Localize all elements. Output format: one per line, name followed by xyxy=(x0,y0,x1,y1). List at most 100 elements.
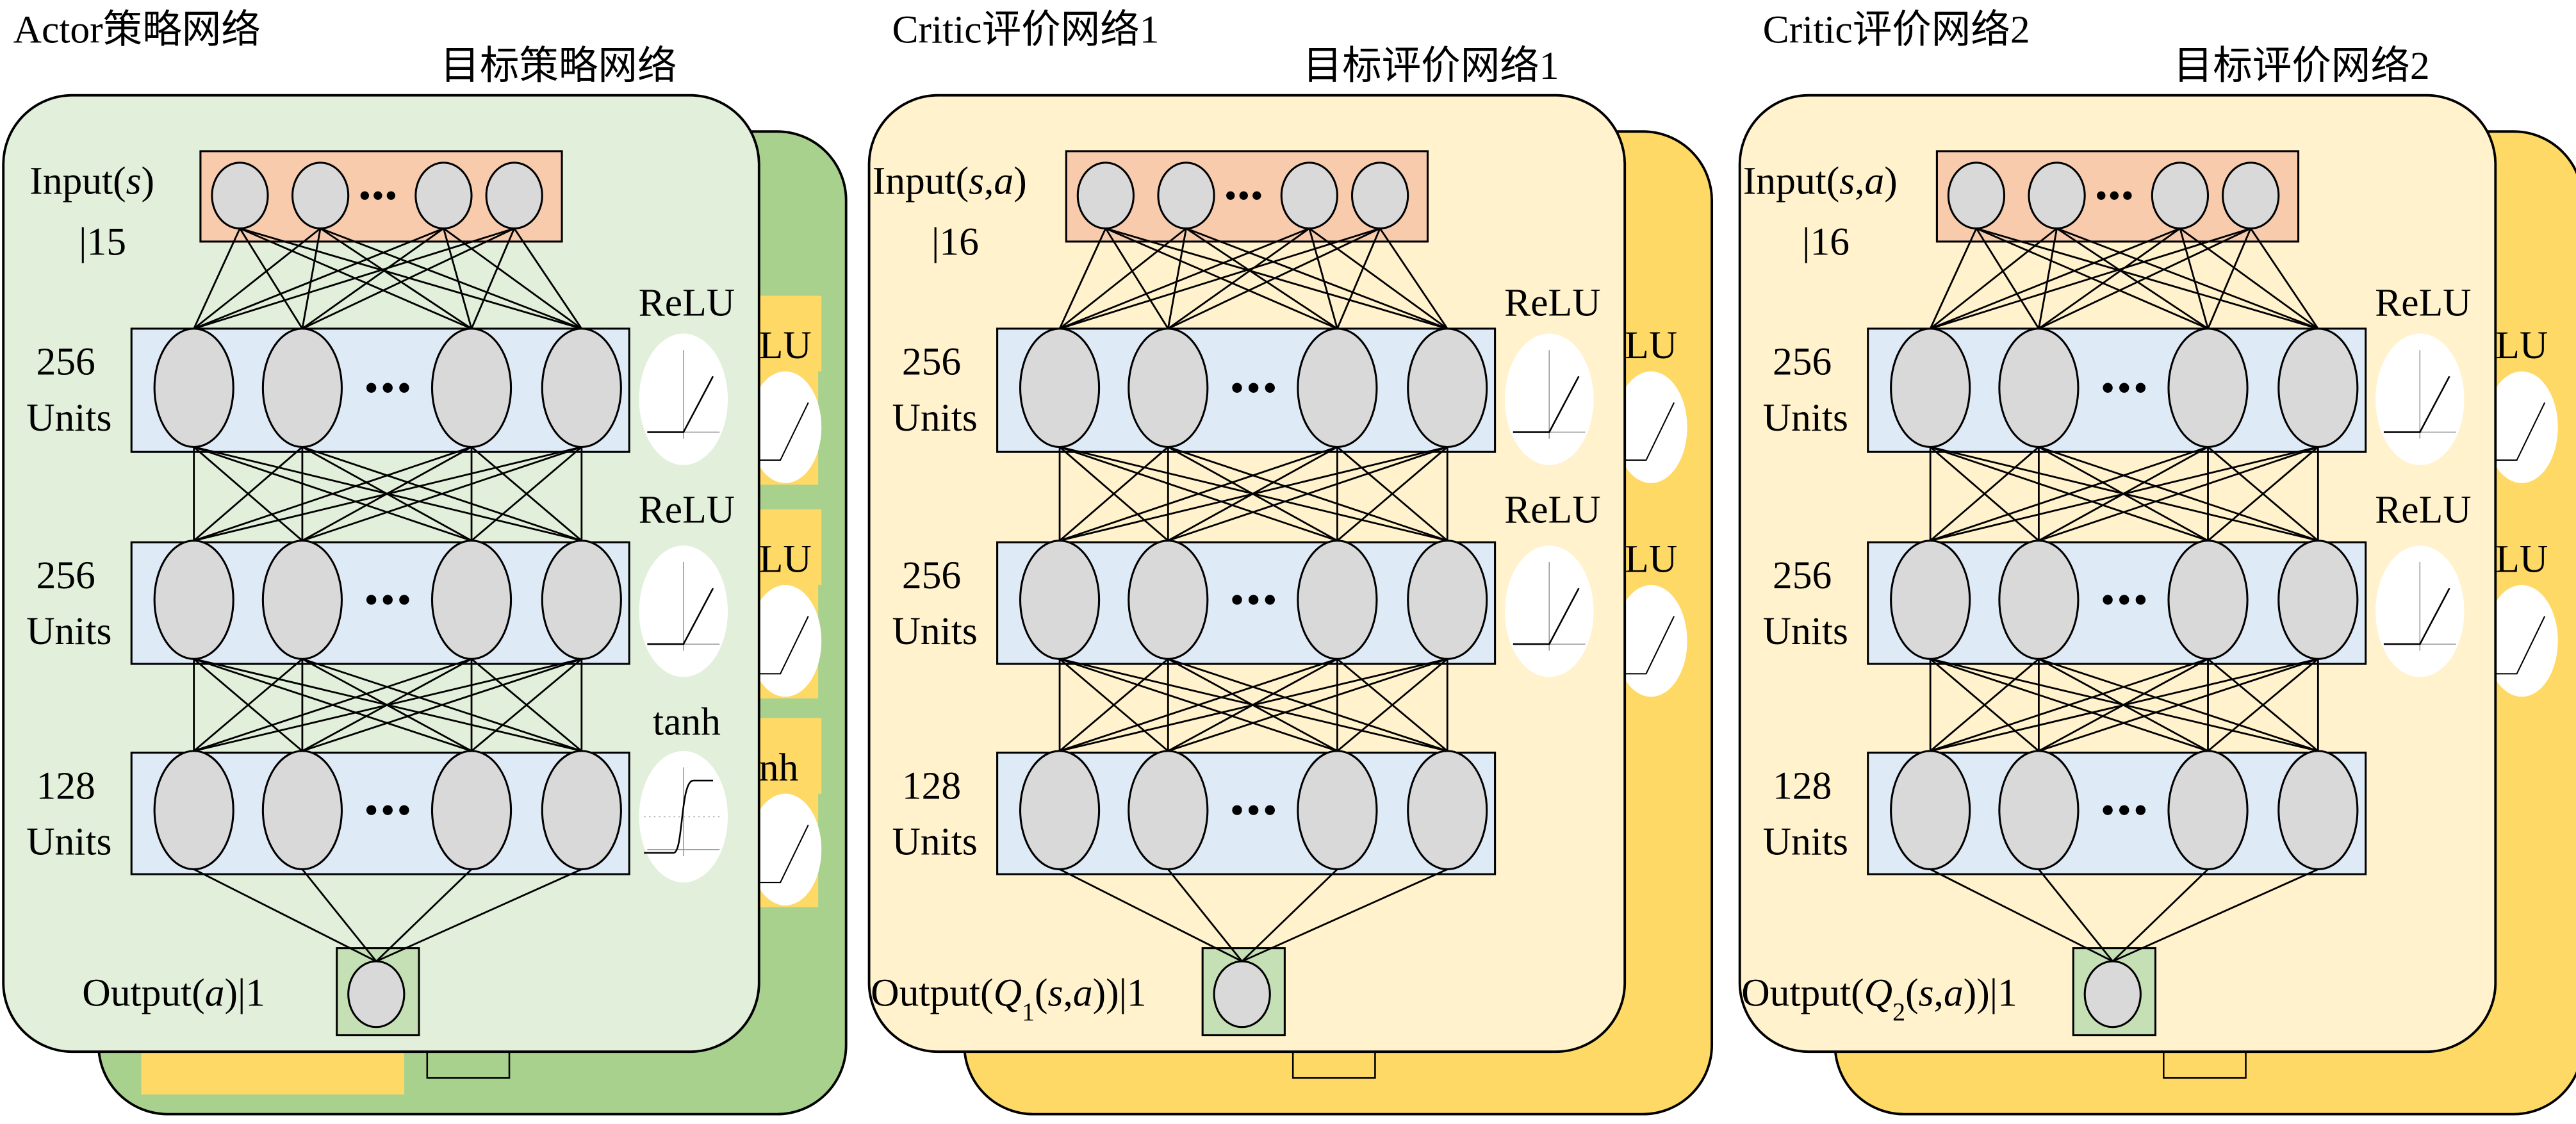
ellipsis-dot xyxy=(2135,595,2146,605)
label-segment: ) xyxy=(142,160,155,203)
ellipsis-dot xyxy=(399,805,409,815)
network-title: Actor策略网络 xyxy=(13,8,261,52)
layer-unit-count: 256 xyxy=(36,554,95,597)
output-label: Output(Q1(s,a))|1 xyxy=(871,971,1147,1026)
layer-unit-count: 256 xyxy=(902,340,961,384)
connection-line xyxy=(1336,446,1448,541)
hidden-neuron xyxy=(153,540,234,660)
label-segment: a xyxy=(1865,160,1885,203)
connection-line xyxy=(1105,227,1448,330)
layer-unit-count: 128 xyxy=(36,764,95,807)
activation-label: ReLU xyxy=(1504,488,1600,531)
layer-unit-label: Units xyxy=(26,396,111,440)
connections xyxy=(1929,227,2319,963)
hidden-neuron xyxy=(1407,750,1488,871)
connection-line xyxy=(1059,227,1310,330)
target-activation-curve xyxy=(1625,616,1675,675)
ellipsis-dot xyxy=(399,595,409,605)
label-segment: s xyxy=(1839,160,1855,203)
activation-label: ReLU xyxy=(639,488,735,531)
connection-line xyxy=(1930,446,2318,542)
hidden-neuron xyxy=(1890,750,1971,871)
label-segment: ))|1 xyxy=(1093,971,1147,1014)
connection-line xyxy=(1167,227,1310,330)
connection-line xyxy=(1336,227,1381,329)
connection-line xyxy=(1336,658,1448,752)
connection-line xyxy=(302,657,582,752)
hidden-neuron xyxy=(153,750,234,871)
activation-label: ReLU xyxy=(1504,281,1600,324)
target-activation-label-bg xyxy=(749,295,822,372)
label-segment: a xyxy=(1073,971,1093,1014)
input-neuron xyxy=(1157,161,1215,229)
label-segment: Input( xyxy=(873,160,969,203)
input-label: Input(s,a) xyxy=(1743,160,1898,203)
connection-line xyxy=(1059,657,1448,752)
connection-line xyxy=(375,868,473,963)
ellipsis-dot xyxy=(2103,805,2113,815)
label-segment: 1 xyxy=(1022,997,1035,1026)
label-segment: a xyxy=(1944,971,1964,1014)
connection-line xyxy=(375,868,582,963)
ellipsis-dot xyxy=(1248,595,1259,605)
target-activation-label: LU xyxy=(759,537,812,581)
hidden-neuron xyxy=(541,327,622,449)
ellipsis-dot xyxy=(2123,191,2132,200)
target-activation-label: LU xyxy=(2495,324,2548,367)
connection-line xyxy=(193,227,321,329)
label-segment: Output( xyxy=(871,971,993,1014)
target-activation-plot xyxy=(749,793,822,905)
connection-line xyxy=(1059,868,1243,963)
label-segment: 2 xyxy=(1892,997,1905,1026)
input-neuron xyxy=(2222,161,2280,229)
layer-unit-label: Units xyxy=(892,609,977,653)
target-activation-plot xyxy=(1614,371,1687,483)
connection-line xyxy=(320,227,582,330)
hidden-neuron xyxy=(153,327,234,449)
label-segment: ( xyxy=(1905,971,1919,1014)
hidden-neuron xyxy=(1128,750,1209,871)
ellipsis-dot xyxy=(1239,191,1248,200)
layer-unit-label: Units xyxy=(26,609,111,653)
relu-curve xyxy=(2383,376,2450,433)
output-label: Output(a)|1 xyxy=(82,971,265,1014)
target-network-title: 目标评价网络1 xyxy=(1303,44,1559,88)
relu-curve xyxy=(647,376,714,433)
connection-line xyxy=(193,227,241,329)
ellipsis-dot xyxy=(2119,805,2129,815)
target-activation-label: nh xyxy=(759,746,799,789)
connection-line xyxy=(239,227,304,329)
connections xyxy=(193,227,583,963)
hidden-neuron xyxy=(2167,540,2249,660)
ellipsis-dot xyxy=(2119,595,2129,605)
ellipsis-dot xyxy=(373,191,382,200)
ellipsis-dot xyxy=(2119,383,2129,393)
connection-line xyxy=(1167,446,1448,542)
ellipsis-dot xyxy=(382,383,393,393)
connection-line xyxy=(1930,446,2208,542)
hidden-neuron xyxy=(1128,540,1209,660)
target-activation-curve xyxy=(2495,616,2546,675)
output-neuron xyxy=(1213,960,1271,1029)
hidden-neuron xyxy=(1019,750,1101,871)
panel-critic1: LULUCritic评价网络1目标评价网络1Input(s,a)|16256Un… xyxy=(867,8,1714,1116)
input-size-label: |15 xyxy=(79,220,126,263)
connection-line xyxy=(1242,868,1448,963)
label-segment: s xyxy=(1048,971,1063,1014)
hidden-neuron xyxy=(2277,750,2359,871)
hidden-neuron xyxy=(2167,750,2249,871)
target-output-label-bg xyxy=(1007,1052,1270,1095)
connection-line xyxy=(2038,868,2113,963)
ellipsis-dot xyxy=(1232,595,1242,605)
input-neuron xyxy=(2028,161,2086,229)
network-title: Critic评价网络1 xyxy=(892,8,1159,52)
target-activation-curve xyxy=(1625,402,1675,461)
hidden-neuron xyxy=(2277,540,2359,660)
hidden-neuron xyxy=(431,750,513,871)
ellipsis-dot xyxy=(2135,805,2146,815)
hidden-neuron xyxy=(1407,327,1488,449)
ellipsis-dot xyxy=(2103,595,2113,605)
label-segment: ) xyxy=(1013,160,1026,203)
connection-line xyxy=(2056,227,2318,330)
label-segment: s xyxy=(126,160,142,203)
